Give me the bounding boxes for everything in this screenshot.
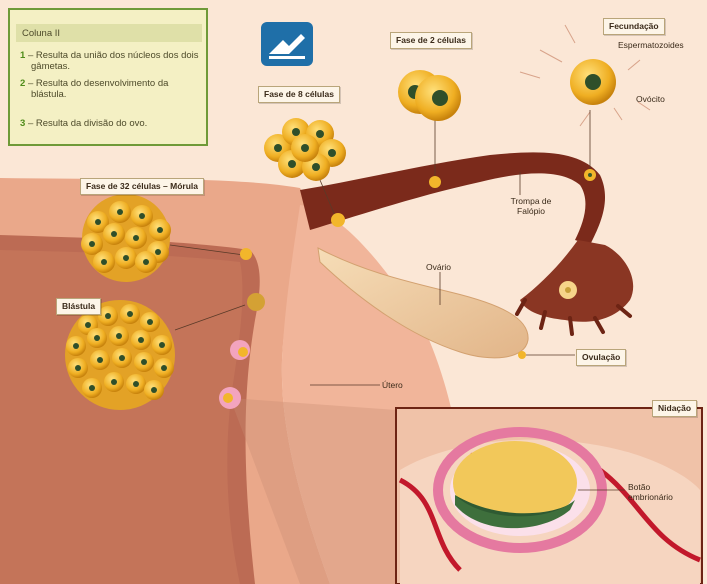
label-fase-8: Fase de 8 células: [258, 86, 340, 103]
eight-cell-cluster: [264, 118, 346, 181]
legend-title: Coluna II: [22, 28, 60, 39]
legend-item-2: 2 – Resulta do desenvolvimento da blástu…: [20, 78, 204, 100]
label-espermatozoides: Espermatozoides: [618, 40, 684, 50]
label-nidacao: Nidação: [652, 400, 697, 417]
legend-box: Coluna II 1 – Resulta da união dos núcle…: [8, 8, 208, 146]
legend-header: Coluna II: [16, 24, 202, 42]
label-fase-32: Fase de 32 células – Mórula: [80, 178, 204, 195]
label-trompa: Trompa de Falópio: [506, 196, 556, 216]
label-utero: Útero: [382, 380, 403, 390]
label-ovocito: Ovócito: [636, 94, 665, 104]
legend-item-3: 3 – Resulta da divisão do ovo.: [20, 118, 204, 129]
label-ovulacao: Ovulação: [576, 349, 626, 366]
label-ovario: Ovário: [426, 262, 451, 272]
label-fecundacao: Fecundação: [603, 18, 665, 35]
fimbriae: [520, 240, 633, 322]
label-blastula: Blástula: [56, 298, 101, 315]
label-fase-2: Fase de 2 células: [390, 32, 472, 49]
publisher-logo-icon: [261, 22, 313, 66]
blastula-cluster: [65, 300, 175, 410]
label-botao-embrionario: Botão embrionário: [628, 482, 678, 502]
legend-item-1: 1 – Resulta da união dos núcleos dos doi…: [20, 50, 204, 72]
